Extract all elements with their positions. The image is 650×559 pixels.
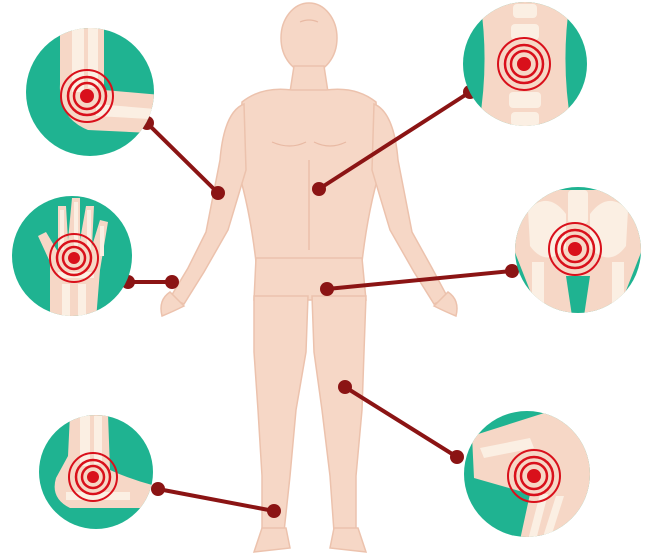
elbow-joint-icon — [26, 20, 172, 156]
knee-pain-target — [508, 450, 560, 502]
left-foot — [254, 528, 290, 552]
ankle-joint-icon — [39, 414, 156, 529]
human-body-figure — [161, 3, 457, 552]
dot-knee-callout — [450, 450, 464, 464]
spine-pain-target — [498, 38, 550, 90]
right-foot — [330, 528, 366, 552]
right-arm — [372, 104, 448, 304]
connector-ankle — [158, 489, 274, 511]
hip-pain-target — [549, 223, 601, 275]
connector-elbow — [147, 123, 218, 193]
dot-spine-body — [312, 182, 326, 196]
connector-knee — [345, 387, 457, 457]
dot-hip-callout — [505, 264, 519, 278]
dot-elbow-body — [211, 186, 225, 200]
pelvis — [254, 258, 366, 300]
left-arm — [170, 104, 246, 304]
right-leg — [312, 296, 366, 532]
ankle-pain-target — [69, 453, 117, 501]
dot-hip-body — [320, 282, 334, 296]
elbow-pain-target — [61, 70, 113, 122]
dot-ankle-callout — [151, 482, 165, 496]
hand-pain-target — [50, 234, 98, 282]
dot-hand-body — [165, 275, 179, 289]
dot-ankle-body — [267, 504, 281, 518]
left-leg — [254, 296, 308, 532]
head — [281, 3, 337, 73]
dot-knee-body — [338, 380, 352, 394]
neck — [290, 66, 328, 92]
